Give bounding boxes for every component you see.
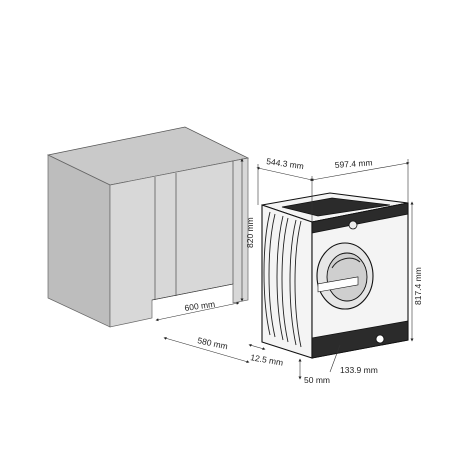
dimension-lines	[155, 158, 414, 380]
label-cabinet-width: 600 mm	[184, 299, 216, 313]
dim-line-width	[310, 161, 410, 182]
label-niche-depth: 580 mm	[197, 335, 229, 351]
dimension-labels: 544.3 mm 597.4 mm 820 mm 817.4 mm 600 mm…	[184, 156, 423, 385]
dim-line-depth	[256, 166, 314, 182]
machine-top-recess	[281, 197, 391, 217]
machine-bottom-plinth	[311, 320, 409, 359]
drain-filter-icon	[375, 334, 385, 344]
service-flap	[317, 276, 359, 293]
control-panel	[311, 202, 409, 234]
program-knob-icon	[348, 220, 358, 230]
door-reflection	[331, 257, 361, 269]
dim-line-niche-depth	[163, 336, 250, 364]
cabinet-plinth-edge	[151, 283, 234, 301]
label-cabinet-height: 820 mm	[245, 217, 255, 248]
label-width: 597.4 mm	[334, 157, 372, 170]
washing-machine	[261, 192, 409, 359]
dim-leader-side-offset	[329, 344, 341, 373]
door-glass	[326, 252, 368, 302]
kitchen-cabinet	[46, 126, 250, 328]
label-side-offset: 133.9 mm	[340, 365, 378, 375]
cabinet-left-side	[47, 154, 111, 328]
dim-line-cabinet-width	[155, 301, 240, 322]
label-front-offset: 12.5 mm	[250, 352, 284, 368]
label-machine-height: 817.4 mm	[413, 267, 423, 305]
label-bottom-offset: 50 mm	[304, 375, 330, 385]
machine-side-rails	[263, 211, 302, 348]
cabinet-front-panel	[109, 157, 249, 328]
dim-line-front-offset	[248, 343, 266, 351]
label-depth: 544.3 mm	[266, 156, 305, 171]
